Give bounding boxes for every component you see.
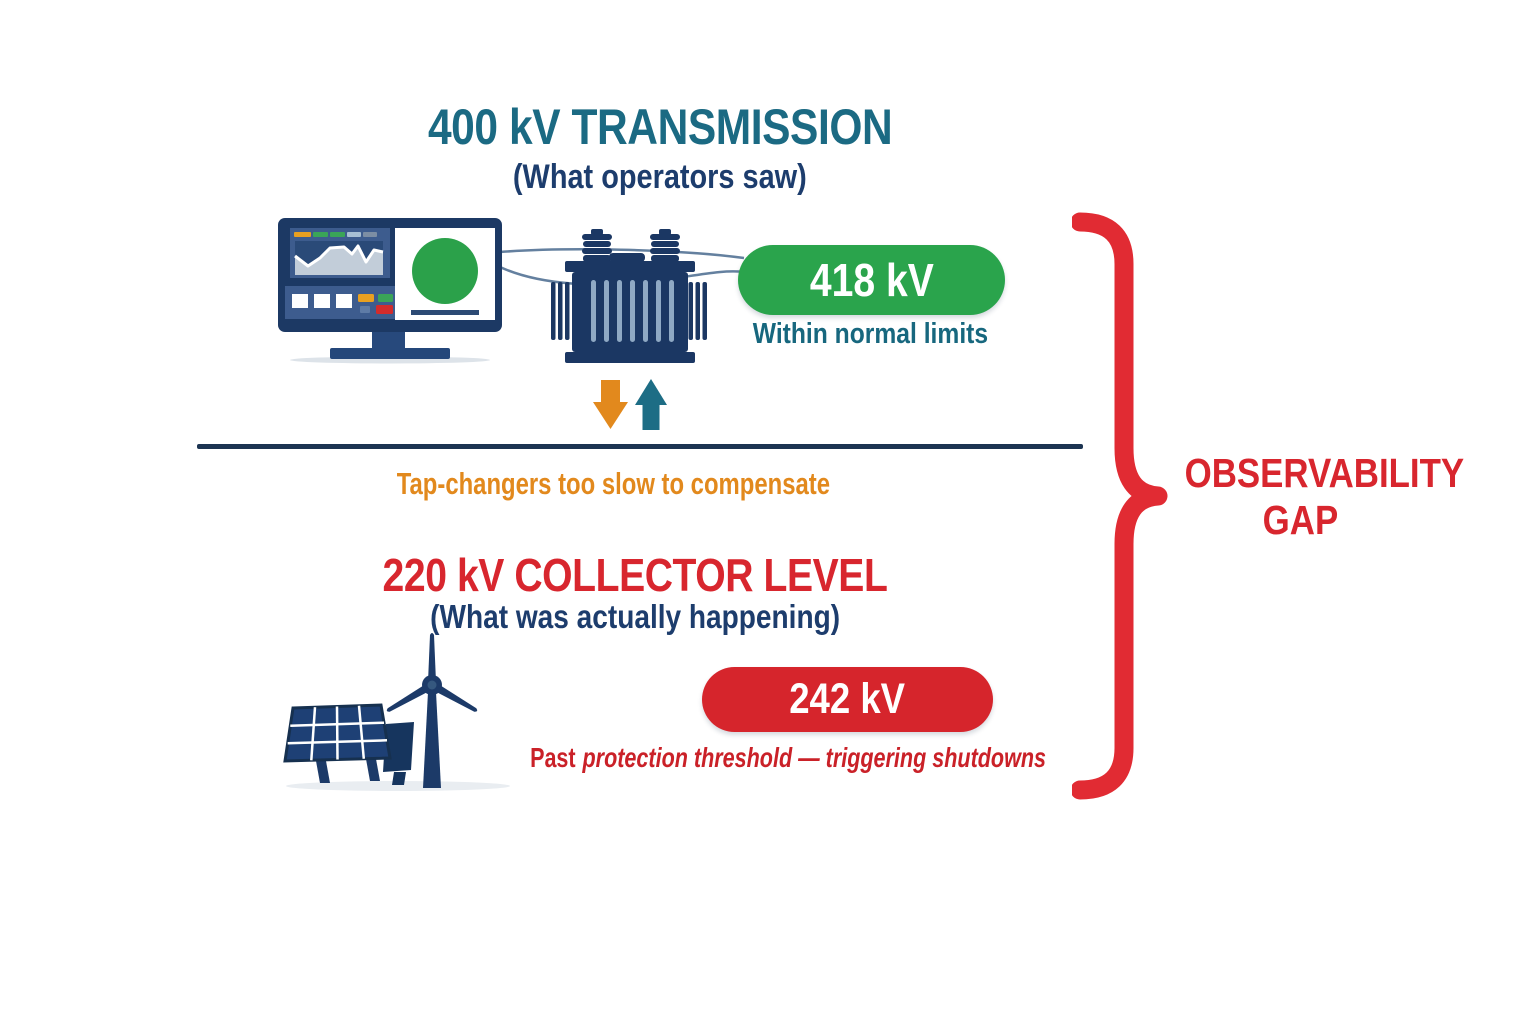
voltage-badge-242-value: 242 kV: [789, 675, 906, 723]
arrow-up-icon: [635, 379, 667, 430]
within-limits-text: Within normal limits: [752, 318, 988, 350]
bottom-section-title: 220 kV COLLECTOR LEVEL: [235, 548, 1035, 602]
tap-changer-note: Tap-changers too slow to compensate: [213, 466, 1013, 502]
arrow-down-icon: [593, 380, 628, 429]
voltage-badge-418-value: 418 kV: [809, 254, 934, 306]
bottom-title-text: 220 kV COLLECTOR LEVEL: [382, 549, 888, 601]
tap-changer-note-text: Tap-changers too slow to compensate: [396, 466, 830, 501]
top-title-text: 400 kV TRANSMISSION: [427, 99, 893, 155]
solar-wind-icon: [283, 633, 510, 791]
scada-monitor-icon: [278, 218, 502, 364]
green-status-circle: [412, 238, 478, 304]
gap-label-line1: OBSERVABILITY: [1184, 450, 1465, 496]
top-subtitle-text: (What operators saw): [513, 158, 807, 196]
voltage-badge-242: 242 kV: [702, 667, 993, 732]
caption-rest: protection threshold — triggering shutdo…: [582, 742, 1047, 773]
tap-changer-arrows: [593, 379, 667, 430]
solar-panel-icon: [283, 703, 392, 783]
voltage-badge-418: 418 kV: [738, 245, 1005, 315]
observability-gap-label: OBSERVABILITY GAP: [1160, 450, 1464, 544]
caption-lead: Past: [530, 742, 576, 773]
within-limits-caption: Within normal limits: [670, 318, 1070, 351]
bottom-subtitle-text: (What was actually happening): [430, 598, 840, 635]
transformer-icon: [551, 229, 707, 363]
top-section-subtitle: (What operators saw): [260, 158, 1060, 197]
gap-label-line2: GAP: [1262, 497, 1338, 543]
top-section-title: 400 kV TRANSMISSION: [260, 98, 1060, 156]
curly-brace-icon: [1072, 212, 1168, 800]
wind-turbine-icon: [384, 633, 480, 788]
section-divider: [197, 444, 1083, 449]
bottom-section-subtitle: (What was actually happening): [235, 598, 1035, 636]
